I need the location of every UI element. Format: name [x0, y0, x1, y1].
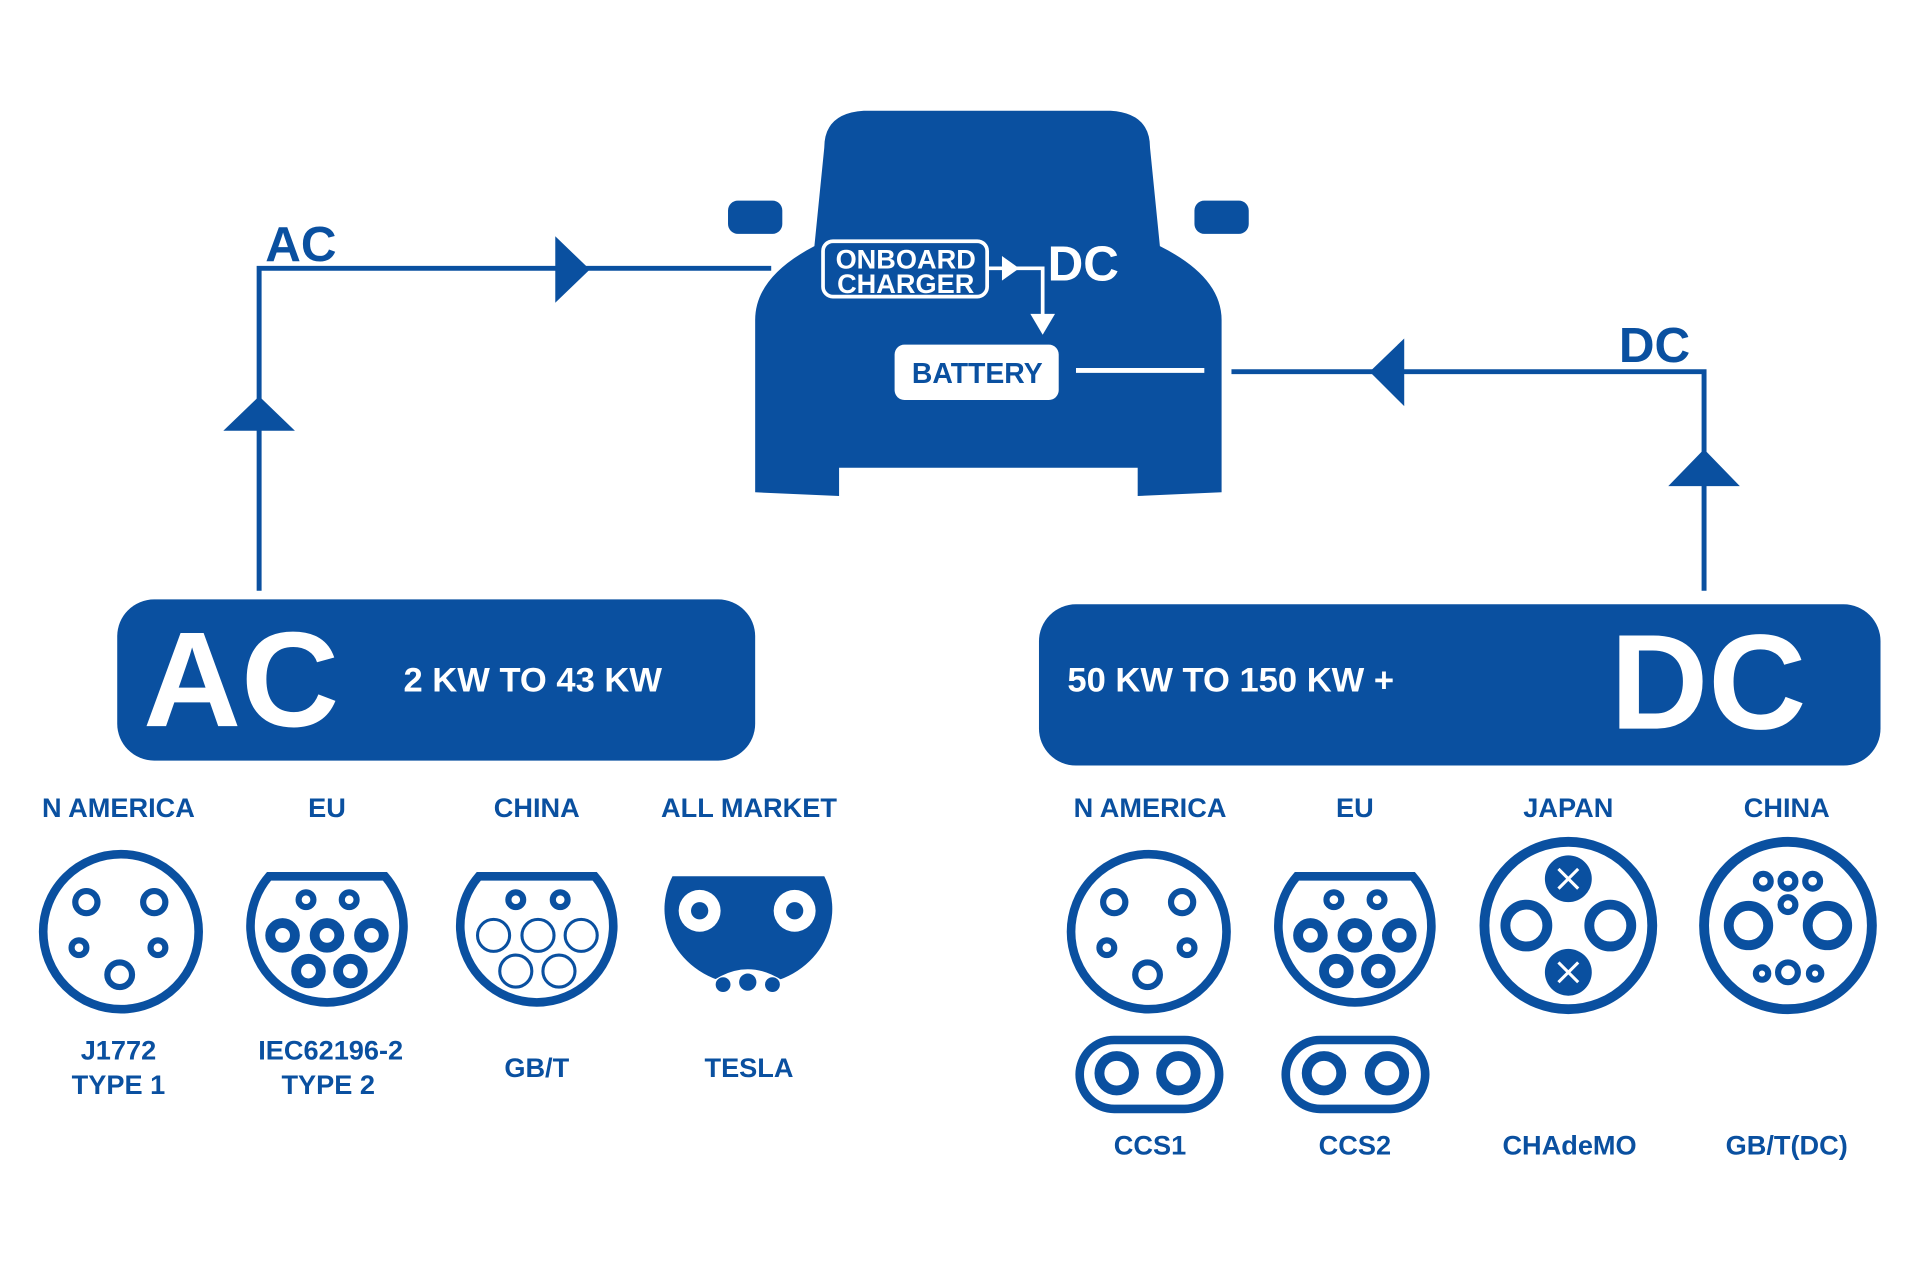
region-label: EU [1336, 792, 1374, 823]
onboard-label: ONBOARD [836, 243, 976, 274]
ccs1-plug-icon [1066, 849, 1231, 1114]
connector-name: J1772 [81, 1035, 156, 1066]
dc-flow-label: DC [1619, 318, 1690, 373]
connector-type2: EU IEC62196-2 TYPE 2 [246, 792, 408, 1100]
region-label: N AMERICA [1074, 792, 1227, 823]
dc-panel: 50 KW TO 150 KW + DC [1038, 604, 1881, 766]
j1772-plug-icon [38, 849, 203, 1014]
connector-type: TYPE 1 [72, 1069, 166, 1100]
gbt-plug-icon [456, 872, 618, 1007]
connector-ccs1: N AMERICA CCS1 [1066, 792, 1231, 1160]
connector-name: CCS1 [1114, 1129, 1186, 1160]
connector-name: GB/T [504, 1052, 569, 1083]
ac-panel: AC 2 KW TO 43 KW [117, 599, 756, 761]
ac-panel-title: AC [143, 603, 339, 755]
right-mirror [1194, 200, 1249, 234]
type2-plug-icon [246, 872, 408, 1007]
region-label: CHINA [1744, 792, 1830, 823]
connector-ccs2: EU CCS2 [1274, 792, 1436, 1160]
ac-flow-line: AC [223, 217, 772, 591]
battery-box [894, 344, 1059, 400]
gbt-dc-plug-icon [1699, 836, 1877, 1015]
connector-type: TYPE 2 [281, 1069, 375, 1100]
region-label: CHINA [494, 792, 580, 823]
connector-gbt: CHINA GB/T [456, 792, 618, 1083]
ac-flow-label: AC [265, 217, 336, 272]
region-label: N AMERICA [42, 792, 195, 823]
connector-name: GB/T(DC) [1726, 1129, 1848, 1160]
car-icon: ONBOARD CHARGER DC BATTERY [728, 110, 1249, 497]
car-dc-label: DC [1048, 237, 1119, 292]
dc-flow-line: DC [1231, 318, 1740, 591]
connector-name: CHAdeMO [1502, 1129, 1636, 1160]
connector-chademo: JAPAN CHAdeMO [1479, 792, 1658, 1160]
dc-panel-title: DC [1610, 606, 1806, 758]
battery-label: BATTERY [912, 358, 1043, 390]
arrow-left-icon [1369, 338, 1405, 407]
arrow-up-icon [1668, 449, 1740, 487]
region-label: ALL MARKET [661, 792, 837, 823]
ac-power-range: 2 KW TO 43 KW [403, 662, 662, 700]
connector-tesla: ALL MARKET TESLA [661, 792, 837, 1083]
arrow-right-icon [555, 236, 590, 303]
arrow-up-icon [223, 396, 295, 431]
connector-name: TESLA [705, 1052, 794, 1083]
ccs2-plug-icon [1274, 872, 1436, 1114]
connector-name: CCS2 [1319, 1129, 1391, 1160]
connector-name: IEC62196-2 [258, 1035, 403, 1066]
connector-gbt-dc: CHINA GB/T(DC) [1699, 792, 1877, 1160]
region-label: JAPAN [1523, 792, 1613, 823]
charger-label: CHARGER [837, 268, 975, 299]
tesla-plug-icon [664, 876, 833, 997]
region-label: EU [308, 792, 346, 823]
left-mirror [728, 200, 783, 234]
connector-j1772: N AMERICA J1772 TYPE 1 [38, 792, 203, 1100]
dc-power-range: 50 KW TO 150 KW + [1067, 662, 1394, 700]
chademo-plug-icon [1479, 836, 1658, 1015]
